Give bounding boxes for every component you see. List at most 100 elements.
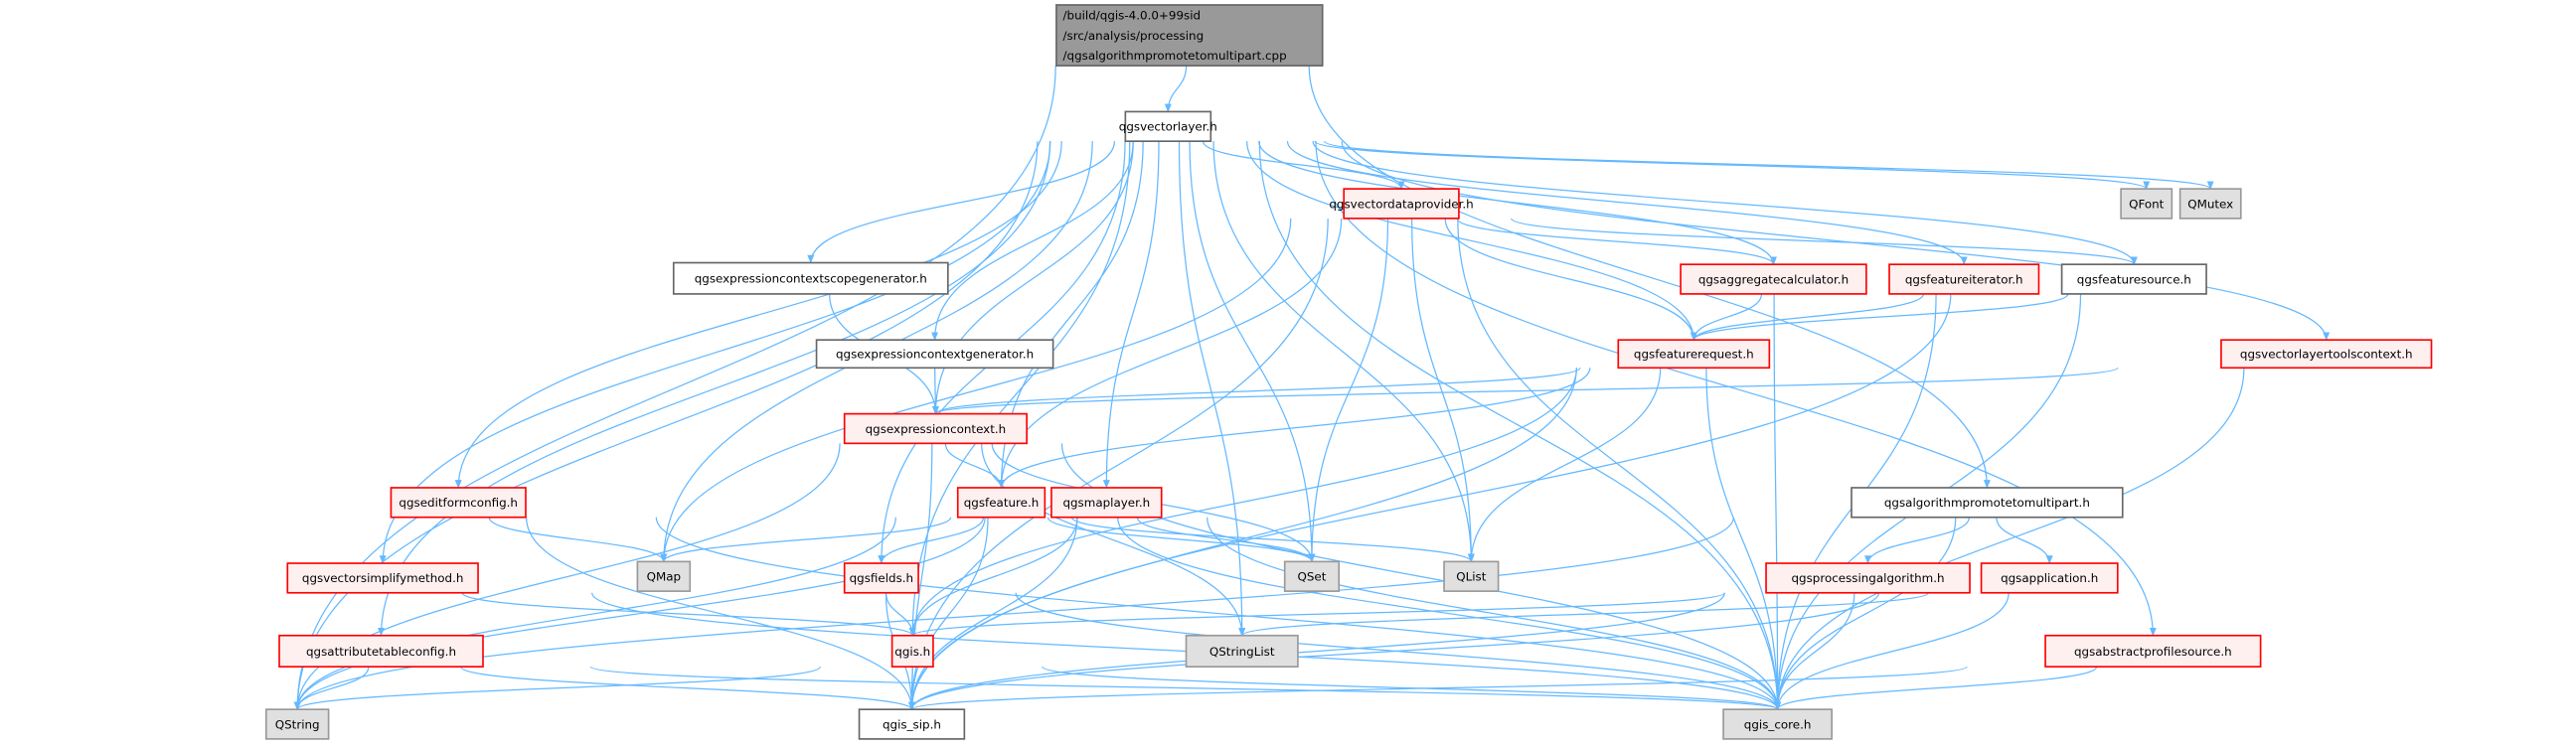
edge-vectordataprovider-to-aggcalc xyxy=(1456,218,1777,266)
edge-vectordataprovider-to-qgiscore xyxy=(1457,218,1782,711)
node-simplifymethod[interactable]: qgsvectorsimplifymethod.h xyxy=(286,562,479,594)
edge-vectorlayer-to-maplayer xyxy=(1102,141,1160,489)
node-featuresource[interactable]: qgsfeaturesource.h xyxy=(2060,263,2207,295)
edge-attrtableconfig-to-qgiscore xyxy=(589,666,1781,711)
edge-root-to-vectorlayer xyxy=(1164,66,1188,113)
edge-algpromote-to-procalg xyxy=(1864,517,1971,564)
edge-root-to-qstring xyxy=(293,66,1056,711)
node-qgiscore[interactable]: qgis_core.h xyxy=(1722,708,1833,740)
edge-vectordataprovider-to-qgissip xyxy=(907,218,1329,711)
node-label: qgsaggregatecalculator.h xyxy=(1698,272,1849,286)
node-box xyxy=(1680,263,1867,295)
node-box xyxy=(1617,339,1771,370)
node-label: qgsfeaturesource.h xyxy=(2077,272,2191,286)
edge-vectorlayer-to-qfont xyxy=(1314,140,2150,190)
edge-vectorlayer-to-attrtableconfig xyxy=(378,141,1051,637)
node-qmap[interactable]: QMap xyxy=(636,560,692,592)
node-vectorlayer[interactable]: qgsvectorlayer.h xyxy=(1119,110,1217,142)
node-qfont[interactable]: QFont xyxy=(2120,188,2174,220)
edge-editformconfig-to-qgiscore xyxy=(655,517,1781,711)
node-label: QStringList xyxy=(1209,645,1275,659)
node-label: qgseditformconfig.h xyxy=(399,496,518,510)
node-editformconfig[interactable]: qgseditformconfig.h xyxy=(390,487,527,519)
edge-vectorlayer-to-simplifymethod xyxy=(379,141,1051,564)
node-exprcontext[interactable]: qgsexpressioncontext.h xyxy=(843,412,1028,445)
edge-attrtableconfig-to-qgissip xyxy=(459,666,915,711)
edge-vectorlayer-to-exprscopegen xyxy=(807,141,1116,264)
node-algpromote[interactable]: qgsalgorithmpromotetomultipart.h xyxy=(1851,487,2124,519)
edge-vectordataprovider-to-qlist xyxy=(1410,218,1475,563)
node-qmutex[interactable]: QMutex xyxy=(2178,188,2242,220)
node-qgissip[interactable]: qgis_sip.h xyxy=(858,708,966,740)
node-exprscopegen[interactable]: qgsexpressioncontextscopegenerator.h xyxy=(672,261,949,295)
edge-procalg-to-qgis xyxy=(909,592,1725,637)
node-attrtableconfig[interactable]: qgsattributetableconfig.h xyxy=(278,634,484,668)
node-qstring[interactable]: QString xyxy=(264,708,330,740)
edge-vectordataprovider-to-featuresource xyxy=(1511,218,2138,266)
node-maplayer[interactable]: qgsmaplayer.h xyxy=(1050,487,1163,519)
edge-vltoolscontext-to-qgiscore xyxy=(1774,368,2245,711)
node-vectordataprovider[interactable]: qgsvectordataprovider.h xyxy=(1329,188,1474,220)
node-label: qgis_sip.h xyxy=(883,717,941,731)
edge-vectorlayer-to-vectordataprovider xyxy=(1202,140,1405,190)
node-procalg[interactable]: qgsprocessingalgorithm.h xyxy=(1765,562,1971,594)
edge-algpromote-to-qstring xyxy=(293,517,1734,711)
node-box xyxy=(2044,634,2262,668)
node-label: qgsprocessingalgorithm.h xyxy=(1791,571,1944,585)
node-feature[interactable]: qgsfeature.h xyxy=(956,487,1046,519)
node-qset[interactable]: QSet xyxy=(1283,560,1341,592)
node-box xyxy=(1185,634,1299,668)
edge-feature-to-qgiscore xyxy=(1117,517,1782,711)
node-box xyxy=(1050,487,1163,519)
node-box xyxy=(2120,188,2174,220)
edge-editformconfig-to-qgissip xyxy=(526,517,915,711)
node-qgis[interactable]: qgis.h xyxy=(890,634,934,668)
node-label: /src/analysis/processing xyxy=(1063,29,1205,43)
node-box xyxy=(1124,110,1212,142)
node-vltoolscontext[interactable]: qgsvectorlayertoolscontext.h xyxy=(2220,339,2433,370)
node-profilesource[interactable]: qgsabstractprofilesource.h xyxy=(2044,634,2262,668)
node-fields[interactable]: qgsfields.h xyxy=(843,562,919,594)
node-aggcalc[interactable]: qgsaggregatecalculator.h xyxy=(1680,263,1867,295)
edge-vectorlayer-to-qgis xyxy=(908,141,1131,637)
node-application[interactable]: qgsapplication.h xyxy=(1980,562,2119,594)
node-box xyxy=(1888,263,2040,295)
node-box xyxy=(815,339,1054,370)
node-box xyxy=(843,412,1028,445)
edge-featurerequest-to-feature xyxy=(998,368,1591,489)
edge-maplayer-to-qstring xyxy=(293,517,986,711)
edge-vectorlayer-to-qset xyxy=(1189,141,1316,563)
edge-vectorlayer-to-qgiscore xyxy=(1258,141,1782,711)
node-box xyxy=(858,708,966,740)
edge-vectorlayer-to-featureiterator xyxy=(1286,141,1968,266)
edge-application-to-qgiscore xyxy=(1774,592,2010,711)
node-featurerequest[interactable]: qgsfeaturerequest.h xyxy=(1617,339,1771,370)
node-qlist[interactable]: QList xyxy=(1443,560,1500,592)
node-box xyxy=(2178,188,2242,220)
edge-vltoolscontext-to-exprcontext xyxy=(932,367,2119,415)
edge-maplayer-to-qgissip xyxy=(907,517,1078,711)
edge-feature-to-qset xyxy=(1046,517,1316,563)
edge-algpromote-to-application xyxy=(1996,517,2053,564)
node-box xyxy=(636,560,692,592)
node-label: QMutex xyxy=(2187,197,2233,211)
node-label: qgsexpressioncontext.h xyxy=(866,422,1007,436)
node-root[interactable]: /build/qgis-4.0.0+99sid/src/analysis/pro… xyxy=(1055,4,1324,67)
node-label: QString xyxy=(275,717,320,731)
node-label: qgsfields.h xyxy=(850,571,913,585)
node-qstringlist[interactable]: QStringList xyxy=(1185,634,1299,668)
node-box xyxy=(1283,560,1341,592)
node-label: qgsalgorithmpromotetomultipart.h xyxy=(1884,496,2090,510)
edge-attrtableconfig-to-qstring xyxy=(293,667,370,711)
node-box xyxy=(843,562,919,594)
node-box xyxy=(672,261,949,295)
node-box xyxy=(1980,562,2119,594)
edge-vectordataprovider-to-qset xyxy=(1308,218,1389,563)
node-featureiterator[interactable]: qgsfeatureiterator.h xyxy=(1888,263,2040,295)
node-exprgen[interactable]: qgsexpressioncontextgenerator.h xyxy=(815,339,1054,370)
node-label: QFont xyxy=(2129,197,2165,211)
node-label: qgsvectordataprovider.h xyxy=(1329,197,1473,211)
edge-profilesource-to-qgiscore xyxy=(1774,666,2098,711)
node-box xyxy=(1722,708,1833,740)
